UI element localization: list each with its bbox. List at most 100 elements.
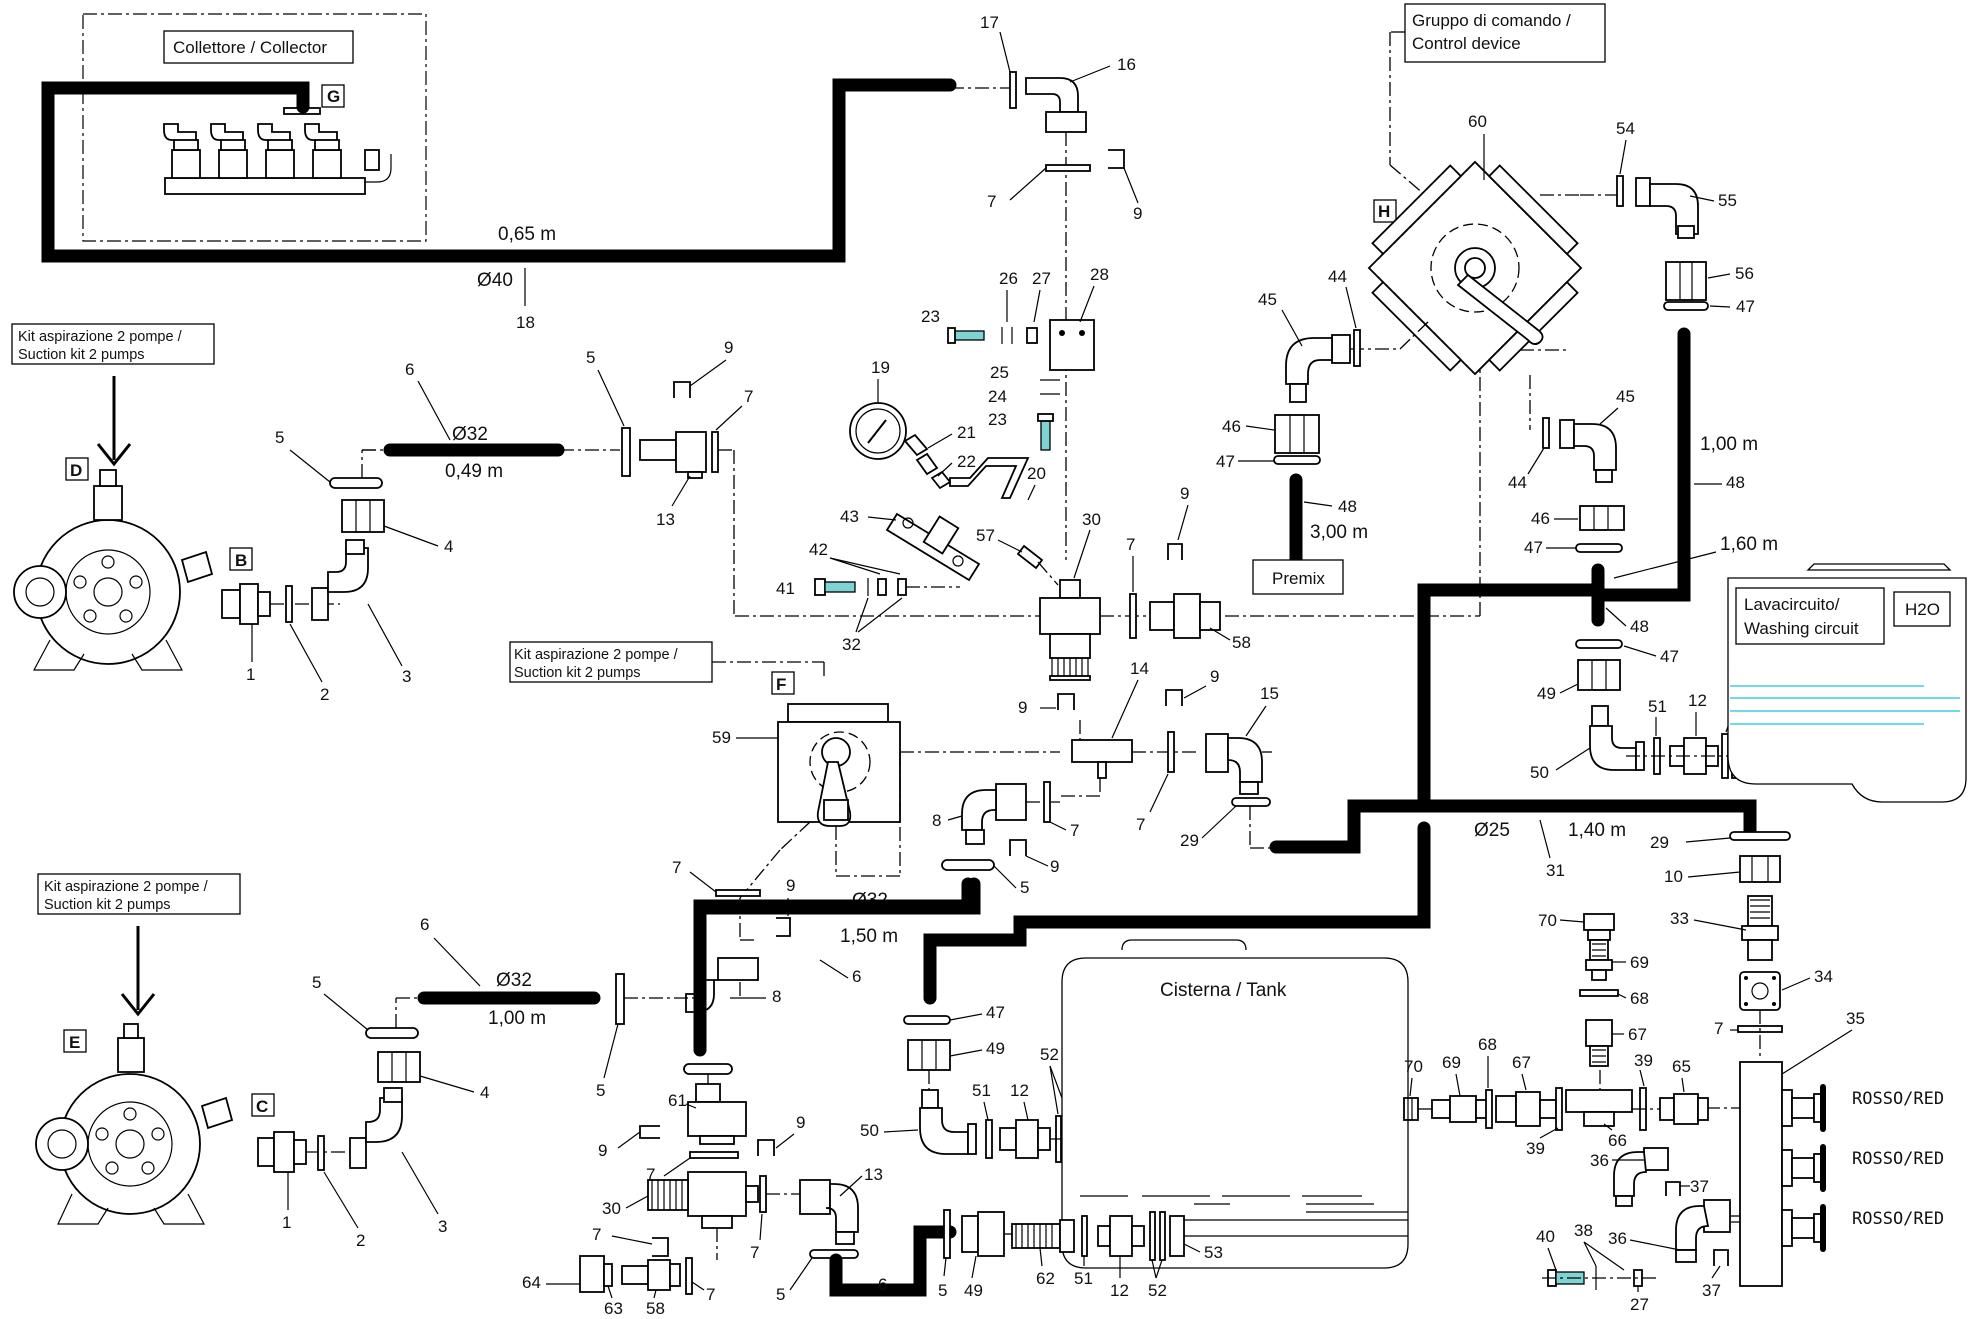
part-9-b: 9 xyxy=(724,338,733,357)
part-19: 19 xyxy=(871,358,890,377)
hose-31 xyxy=(1269,583,1605,854)
part-37-b: 37 xyxy=(1702,1281,1721,1300)
h2o-label: H2O xyxy=(1905,600,1940,619)
part-7-f: 7 xyxy=(1136,815,1145,834)
letter-b: B xyxy=(235,551,247,570)
part-6-a: 6 xyxy=(405,360,414,379)
length-049: 0,49 m xyxy=(445,461,503,482)
letter-d: D xyxy=(70,461,82,480)
seal-47-d xyxy=(1575,639,1623,649)
kit-box-a: Kit aspirazione 2 pompe / Suction kit 2 … xyxy=(11,323,215,365)
fitting-57 xyxy=(1016,544,1044,570)
part-64: 64 xyxy=(522,1273,541,1292)
part-9-g: 9 xyxy=(786,876,795,895)
part-9-c: 9 xyxy=(1180,484,1189,503)
washer-44-b xyxy=(1542,417,1550,449)
fitting-13-a xyxy=(639,431,707,479)
part-4-a: 4 xyxy=(444,537,453,556)
valve-red-1: ROSSO/RED xyxy=(1852,1089,1944,1109)
fitting-67-a xyxy=(1585,1019,1613,1067)
part-23-b: 23 xyxy=(988,410,1007,429)
part-69-b: 69 xyxy=(1442,1053,1461,1072)
washer-5-b xyxy=(329,477,383,489)
part-60: 60 xyxy=(1468,112,1487,131)
nut-49-a xyxy=(1577,659,1621,691)
elbow-3-a xyxy=(311,539,369,621)
part-7-h: 7 xyxy=(646,1165,655,1184)
fitting-69-a xyxy=(1585,939,1613,981)
part-25: 25 xyxy=(990,363,1009,382)
collector-label: Collettore / Collector xyxy=(173,38,327,57)
part-48-c: 48 xyxy=(1726,473,1745,492)
part-5-c: 5 xyxy=(1020,878,1029,897)
part-9-h: 9 xyxy=(598,1141,607,1160)
part-50-b: 50 xyxy=(860,1121,879,1140)
washer-7-e xyxy=(1043,781,1051,823)
tee-30-upper xyxy=(1039,579,1101,681)
part-53-c: 53 xyxy=(1204,1243,1223,1262)
part-44-a: 44 xyxy=(1328,267,1347,286)
elbow-13-b xyxy=(799,1179,859,1245)
length-150: 1,50 m xyxy=(840,926,898,947)
nut-46-b xyxy=(1579,505,1625,531)
control-device-group: Gruppo di comando / Control device H xyxy=(1367,3,1606,376)
part-50-a: 50 xyxy=(1530,763,1549,782)
kit-c-label-1: Kit aspirazione 2 pompe / xyxy=(44,879,209,895)
part-1-b: 1 xyxy=(282,1213,291,1232)
washer-7-c xyxy=(1129,593,1137,639)
part-29-a: 29 xyxy=(1180,831,1199,850)
part-9-d: 9 xyxy=(1018,698,1027,717)
part-5-e: 5 xyxy=(596,1081,605,1100)
hose-6-c xyxy=(693,877,975,1047)
part-15: 15 xyxy=(1260,684,1279,703)
part-9-a: 9 xyxy=(1133,204,1142,223)
part-7-b: 7 xyxy=(744,387,753,406)
part-8-b: 8 xyxy=(772,987,781,1006)
part-45-b: 45 xyxy=(1616,387,1635,406)
part-55: 55 xyxy=(1718,191,1737,210)
pump-e xyxy=(35,1023,234,1225)
part-16: 16 xyxy=(1117,55,1136,74)
part-68-b: 68 xyxy=(1478,1035,1497,1054)
part-24: 24 xyxy=(988,387,1007,406)
part-3-a: 3 xyxy=(402,667,411,686)
part-59: 59 xyxy=(712,728,731,747)
kit-a-label-2: Suction kit 2 pumps xyxy=(18,347,145,363)
part-49-c: 49 xyxy=(964,1281,983,1300)
elbow-45-a xyxy=(1285,334,1351,403)
part-8-a: 8 xyxy=(932,811,941,830)
elbow-3-b xyxy=(349,1087,403,1169)
tee-61 xyxy=(687,1083,747,1145)
hose-31-b xyxy=(1417,799,1757,841)
control-label-1: Gruppo di comando / xyxy=(1412,11,1571,30)
kit-box-b: Kit aspirazione 2 pompe / Suction kit 2 … xyxy=(509,641,713,683)
part-27-b: 27 xyxy=(1630,1295,1649,1314)
collector-manifold xyxy=(163,107,392,195)
washer-29-a xyxy=(1231,797,1271,807)
nut-56 xyxy=(1665,261,1707,301)
part-38: 38 xyxy=(1574,1221,1593,1240)
part-42: 42 xyxy=(809,540,828,559)
part-4-b: 4 xyxy=(480,1083,489,1102)
collector-label-box xyxy=(163,30,354,64)
letter-c: C xyxy=(256,1097,268,1116)
part-45-a: 45 xyxy=(1258,290,1277,309)
part-62: 62 xyxy=(1036,1269,1055,1288)
part-30-a: 30 xyxy=(1082,510,1101,529)
part-23-a: 23 xyxy=(921,307,940,326)
valve-red-3: ROSSO/RED xyxy=(1852,1209,1944,1229)
part-51-a: 51 xyxy=(1648,697,1667,716)
nut-4-a xyxy=(341,499,385,533)
length-160: 1,60 m xyxy=(1720,534,1778,555)
nut-4-b xyxy=(377,1051,421,1083)
seal-47-b xyxy=(1273,455,1321,465)
part-18: 18 xyxy=(516,313,535,332)
part-44-b: 44 xyxy=(1508,473,1527,492)
bracket-43 xyxy=(885,512,981,582)
part-7-i: 7 xyxy=(750,1243,759,1262)
part-47-c: 47 xyxy=(1524,538,1543,557)
elbow-37-a xyxy=(1675,1199,1731,1263)
hose-6-e xyxy=(829,1225,957,1297)
part-9-f: 9 xyxy=(1050,857,1059,876)
washer-5-c xyxy=(941,859,995,871)
